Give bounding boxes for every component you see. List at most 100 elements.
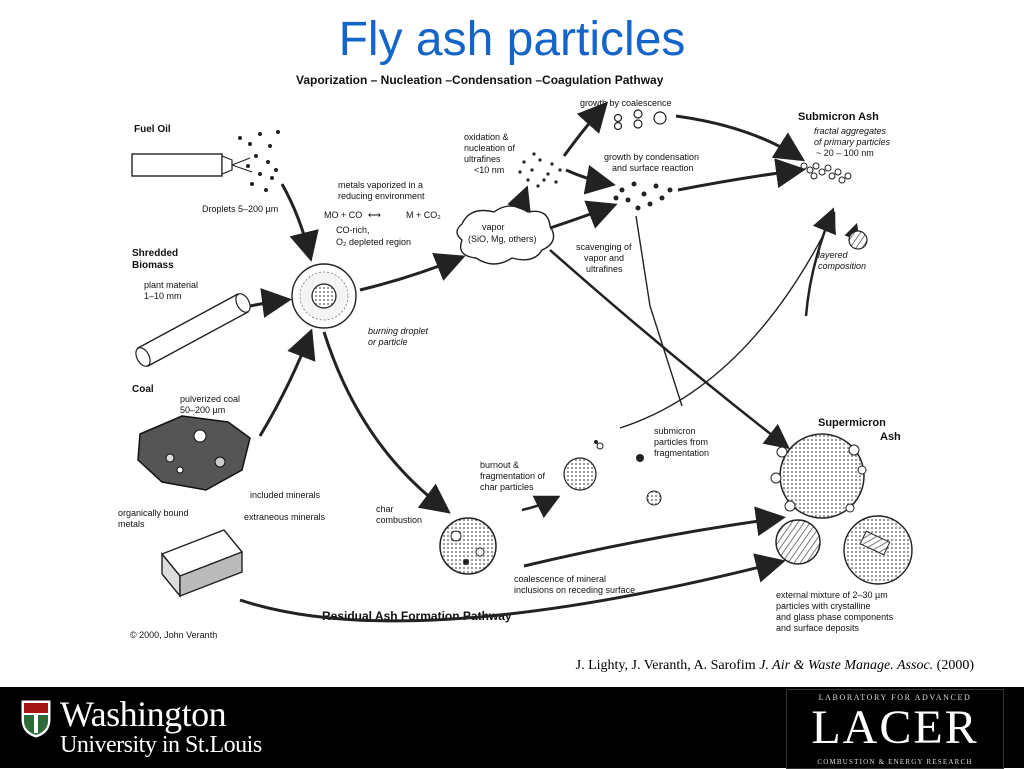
char-combustion-label-1: char [376,504,394,514]
lacer-bottom-text: COMBUSTION & ENERGY RESEARCH [817,758,973,766]
supermicron-label-1: Supermicron [818,417,886,429]
ultrafines-cloud [518,152,562,188]
external-label-4: and surface deposits [776,623,860,633]
growth-coalescence-label: growth by coalescence [580,98,672,108]
external-label-1: external mixture of 2–30 µm [776,590,888,600]
arrow-particle-to-vapor [359,252,466,292]
arrow-condensation-to-submicron [677,158,806,192]
slide-title: Fly ash particles [338,13,686,66]
fractal-label-1: fractal aggregates [814,126,887,136]
extraneous-minerals-label: extraneous minerals [244,512,326,522]
fragment-particles [563,440,662,506]
burnout-label-1: burnout & [480,460,519,470]
fly-ash-formation-diagram: Vaporization – Nucleation –Condensation … [118,73,913,640]
co-rich-label: CO-rich, [336,225,370,235]
scavenging-label-2: vapor and [584,253,624,263]
coalescence-mineral-label-2: inclusions on receding surface [514,585,635,595]
submicron-frag-label-2: particles from [654,437,708,447]
copyright-label: © 2000, John Veranth [130,630,217,640]
char-particle [439,517,497,575]
arrow-vapor-to-supermicron [549,249,790,450]
arrow-block-to-supermicron [239,553,786,623]
shredded-biomass-label-1: Shredded [132,248,178,259]
char-combustion-label-2: combustion [376,515,422,525]
university-name: Washington [60,694,227,734]
droplets-label: Droplets 5–200 µm [202,204,278,214]
o2-depleted-label: O₂ depleted region [336,237,411,247]
growth-condensation-label-2: and surface reaction [612,163,694,173]
arrow-particle-to-char [322,331,451,514]
pulverized-coal-label-1: pulverized coal [180,394,240,404]
scavenging-label-1: scavenging of [576,242,632,252]
fractal-aggregate [800,162,852,184]
condensation-particles [613,181,673,211]
lacer-top-text: LABORATORY FOR ADVANCED [818,693,972,702]
coalescence-mineral-label-1: coalescence of mineral [514,574,606,584]
university-shield-icon [21,700,51,738]
burning-particle [291,263,357,329]
arrow-vapor-to-nuclei [507,185,531,214]
pathway-top-label: Vaporization – Nucleation –Condensation … [296,73,664,87]
pulverized-coal-label-2: 50–200 µm [180,405,225,415]
coal-label: Coal [132,384,154,395]
oxidation-label-2: nucleation of [464,143,516,153]
arrow-vapor-to-condensation [549,200,618,230]
citation-journal: J. Air & Waste Manage. Assoc. [759,658,934,673]
arrow-coal-to-particle [258,328,316,437]
oxidation-label-4: <10 nm [474,165,504,175]
reaction-left-label: MO + CO [324,210,362,220]
arrow-nuclei-to-condensation [565,164,616,195]
organically-bound-label-1: organically bound [118,508,189,518]
fuel-oil-nozzle [131,130,280,192]
burning-droplet-label-2: or particle [368,337,408,347]
included-minerals-label: included minerals [250,490,321,500]
arrow-oil-to-particle [280,183,319,262]
submicron-frag-label-3: fragmentation [654,448,709,458]
vapor-label-1: vapor [482,222,505,232]
external-label-3: and glass phase components [776,612,894,622]
lacer-logo: LABORATORY FOR ADVANCED LACER COMBUSTION… [786,689,1004,769]
fractal-label-2: of primary particles [814,137,891,147]
organically-bound-label-2: metals [118,519,145,529]
fuel-oil-label: Fuel Oil [134,124,171,135]
supermicron-particle [770,433,867,519]
vapor-label-2: (SiO, Mg, others) [468,234,537,244]
citation-year: (2000) [936,658,974,673]
shredded-biomass-label-2: Biomass [132,260,174,271]
submicron-frag-label-1: submicron [654,426,696,436]
vapor-cloud [456,205,555,265]
scavenging-label-3: ultrafines [586,264,623,274]
mineral-block [160,529,244,598]
biomass-cylinder [135,293,251,367]
plant-material-label-2: 1–10 mm [144,291,182,301]
burnout-label-2: fragmentation of [480,471,546,481]
layered-particle [848,230,868,250]
lacer-main-text: LACER [811,701,979,754]
citation-authors: J. Lighty, J. Veranth, A. Sarofim [575,658,756,673]
reaction-right-label: M + CO₂ [406,210,441,220]
arrow-char-to-fragments [521,495,561,519]
arrow-fragmentation-to-submicron [619,211,836,429]
oxidation-label-3: ultrafines [464,154,501,164]
coalescing-particles [613,109,667,131]
oxidation-label-1: oxidation & [464,132,509,142]
coal-particle [137,415,251,491]
arrow-biomass-to-particle [249,288,292,318]
layered-label-1: layered [818,250,849,260]
plant-material-label-1: plant material [144,280,198,290]
supermicron-label-2: Ash [880,431,901,443]
burning-droplet-label-1: burning droplet [368,326,429,336]
citation: J. Lighty, J. Veranth, A. Sarofim J. Air… [576,658,974,674]
arrow-scavenging-hollow [635,215,683,407]
growth-condensation-label-1: growth by condensation [604,152,699,162]
arrow-nuclei-to-coalescence [562,101,609,157]
arrow-char-to-supermicron [523,506,786,568]
crystalline-particle [775,519,821,565]
layered-label-2: composition [818,261,866,271]
fractal-label-3: ~ 20 – 100 nm [816,148,874,158]
arrow-layered-to-submicron [804,207,837,317]
metals-vaporized-label-1: metals vaporized in a [338,180,423,190]
burnout-label-3: char particles [480,482,534,492]
arrow-coalescence-to-submicron [675,114,806,162]
footer-bar: Washington University in St.Louis LABORA… [0,687,1024,769]
